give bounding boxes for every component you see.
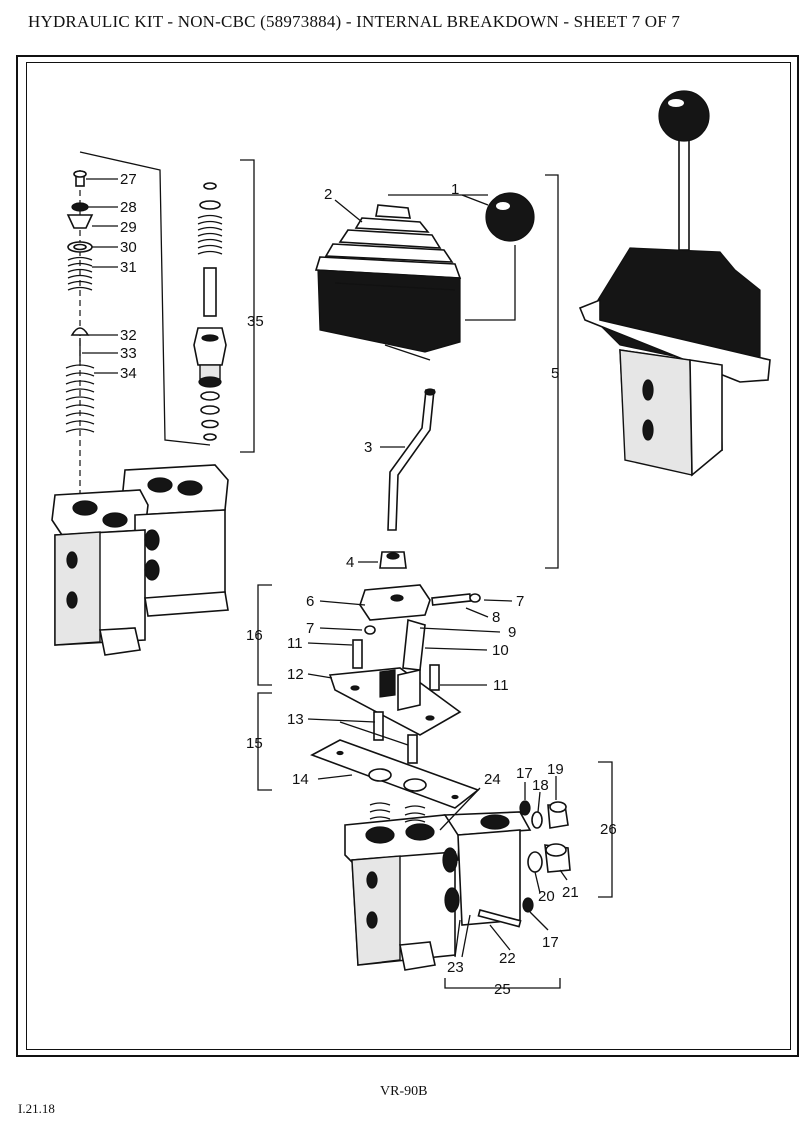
- drawing-reference: VR-90B: [380, 1084, 428, 1099]
- callout-12: 12: [287, 666, 304, 683]
- callout-34: 34: [120, 365, 137, 382]
- callout-22: 22: [499, 950, 516, 967]
- callout-30: 30: [120, 239, 137, 256]
- callout-5: 5: [551, 365, 559, 382]
- callout-18: 18: [532, 777, 549, 794]
- callout-labels: 27 28 29 30 31 32 33 34 35 1 2 3 4 5 6 7…: [120, 171, 617, 998]
- callout-20: 20: [538, 888, 555, 905]
- callout-24: 24: [484, 771, 501, 788]
- gimbal-assembly: [328, 584, 481, 736]
- left-valve-body: [51, 464, 229, 656]
- callout-35: 35: [247, 313, 264, 330]
- spool-assembly-35: [193, 159, 255, 453]
- assembled-joystick: [578, 90, 771, 477]
- drawing-frame-inner: [26, 62, 791, 1050]
- callout-27: 27: [120, 171, 137, 188]
- callout-21: 21: [562, 884, 579, 901]
- callout-2: 2: [324, 186, 332, 203]
- control-knob-1: [485, 192, 535, 242]
- callout-31: 31: [120, 259, 137, 276]
- callout-4: 4: [346, 554, 354, 571]
- callout-26: 26: [600, 821, 617, 838]
- callout-23: 23: [447, 959, 464, 976]
- callout-13: 13: [287, 711, 304, 728]
- callout-3: 3: [364, 439, 372, 456]
- callout-8: 8: [492, 609, 500, 626]
- callout-33: 33: [120, 345, 137, 362]
- callout-15: 15: [246, 735, 263, 752]
- callout-6: 6: [306, 593, 314, 610]
- callout-11a: 11: [287, 635, 303, 652]
- callout-11b: 11: [493, 677, 509, 694]
- fittings: [519, 800, 571, 913]
- callout-9: 9: [508, 624, 516, 641]
- callout-28: 28: [120, 199, 137, 216]
- callout-29: 29: [120, 219, 137, 236]
- page-title: HYDRAULIC KIT - NON-CBC (58973884) - INT…: [28, 12, 681, 31]
- callout-32: 32: [120, 327, 137, 344]
- callout-17b: 17: [542, 934, 559, 951]
- callout-10: 10: [492, 642, 509, 659]
- callout-17a: 17: [516, 765, 533, 782]
- leader-lines: [307, 194, 568, 958]
- callout-7b: 7: [306, 620, 314, 637]
- callout-14: 14: [292, 771, 309, 788]
- plate-assembly: [310, 711, 480, 809]
- callout-16: 16: [246, 627, 263, 644]
- drawing-frame-outer: [16, 55, 799, 1057]
- callout-25: 25: [494, 981, 511, 998]
- rubber-boot-2: [314, 204, 462, 353]
- callout-7a: 7: [516, 593, 524, 610]
- spool-spring-stack: [65, 151, 211, 500]
- callout-19: 19: [547, 761, 564, 778]
- control-lever-3: [387, 389, 435, 531]
- callout-1: 1: [451, 181, 459, 198]
- lower-valve-body: [344, 802, 532, 971]
- page-code: I.21.18: [18, 1101, 55, 1116]
